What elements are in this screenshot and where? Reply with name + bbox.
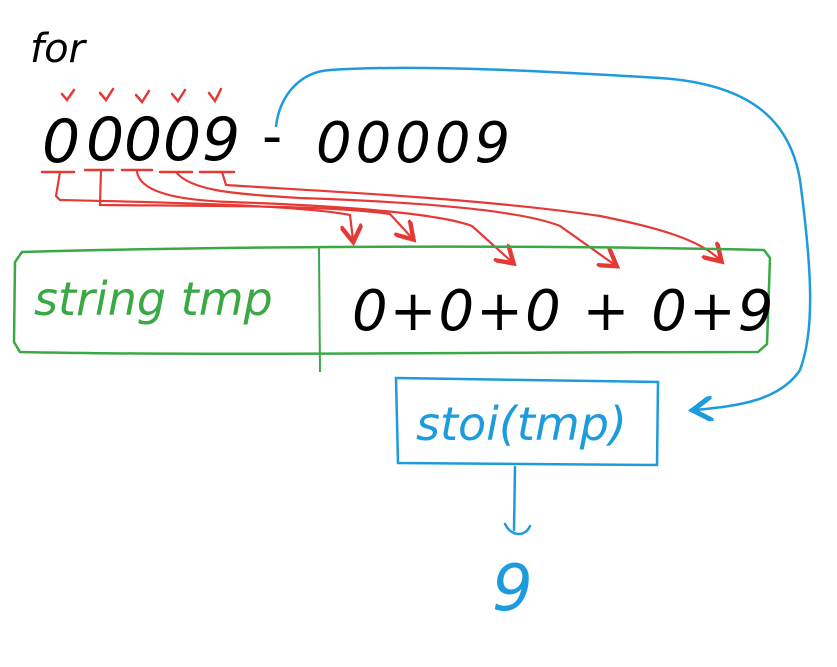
input-digit: 0 xyxy=(163,105,201,175)
arrow-digit-2 xyxy=(98,168,412,238)
function-label: stoi(tmp) xyxy=(416,397,627,451)
arrow-digit-1 xyxy=(54,170,353,240)
check-mark-icon xyxy=(207,87,223,104)
check-marks xyxy=(60,87,223,105)
stoi-box-outline xyxy=(394,376,660,467)
input-digit: 0 xyxy=(86,105,124,175)
box-divider xyxy=(318,247,321,373)
string-tmp-box: string tmp 0+0+0 + 0+9 xyxy=(12,245,775,373)
stoi-box: stoi(tmp) xyxy=(394,376,660,467)
box-left-label: string tmp xyxy=(34,272,273,326)
input-digits: 0 0 0 0 9 xyxy=(42,105,240,177)
check-mark-icon xyxy=(60,88,76,103)
mapping-arrows xyxy=(54,168,720,265)
input-digit: 0 xyxy=(42,107,80,177)
box-outline xyxy=(12,245,772,356)
input-digit: 0 xyxy=(124,105,162,175)
check-mark-icon xyxy=(170,88,187,104)
input-repeat: 00009 xyxy=(316,111,514,176)
loop-arrow xyxy=(274,66,812,410)
check-mark-icon xyxy=(98,87,115,103)
result-arrow-shaft xyxy=(512,465,517,532)
result-arrow-head xyxy=(503,522,532,536)
arrow-digit-5 xyxy=(220,170,720,260)
check-mark-icon xyxy=(134,89,151,105)
input-digit: 9 xyxy=(202,105,240,175)
box-right-expression: 0+0+0 + 0+9 xyxy=(352,279,775,344)
arrow-digit-3 xyxy=(135,170,512,262)
arrow-digit-4 xyxy=(174,170,615,265)
result-value: 9 xyxy=(492,552,533,626)
for-label: for xyxy=(30,26,88,72)
